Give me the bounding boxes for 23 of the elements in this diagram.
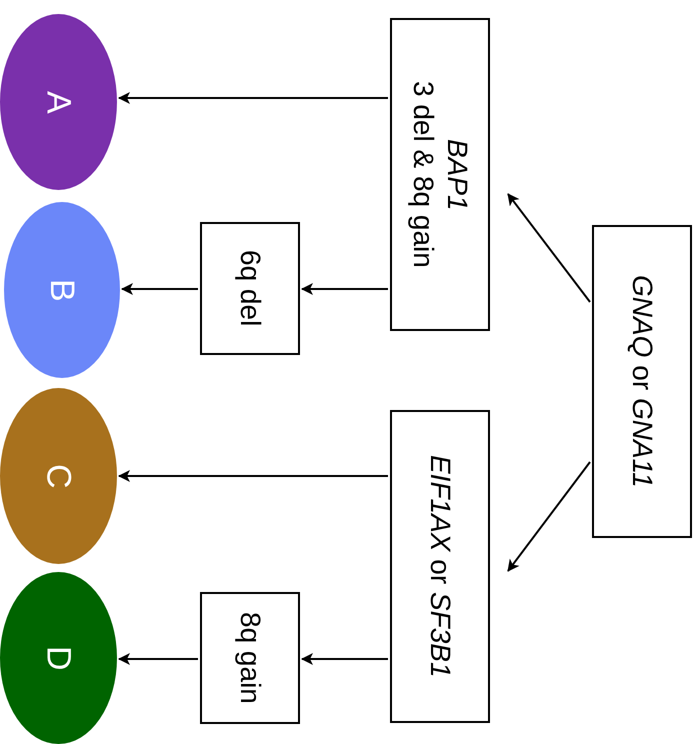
arrow bbox=[507, 461, 591, 572]
arrow bbox=[121, 283, 198, 295]
label-box bbox=[592, 225, 692, 538]
group-letter: C bbox=[42, 464, 76, 488]
group-letter: D bbox=[42, 646, 76, 670]
arrow bbox=[118, 92, 388, 104]
arrow bbox=[118, 470, 388, 482]
label-text: GNAQ or GNA11 bbox=[626, 275, 659, 488]
label-box bbox=[200, 222, 300, 355]
group-letter: B bbox=[45, 278, 79, 302]
label-text: 3 del & 8q gain bbox=[407, 81, 440, 268]
label-box bbox=[200, 592, 300, 724]
arrow bbox=[301, 283, 388, 295]
label-box bbox=[390, 18, 490, 331]
label-text: 8q gain bbox=[234, 612, 267, 704]
label-text: BAP1 bbox=[441, 138, 474, 210]
label-text: EIF1AX or SF3B1 bbox=[424, 455, 457, 678]
group-letter: A bbox=[42, 90, 76, 114]
label-box bbox=[390, 410, 490, 723]
arrow bbox=[507, 193, 591, 303]
label-text: 6q del bbox=[234, 250, 267, 327]
arrow bbox=[301, 653, 388, 665]
arrow bbox=[118, 653, 198, 665]
